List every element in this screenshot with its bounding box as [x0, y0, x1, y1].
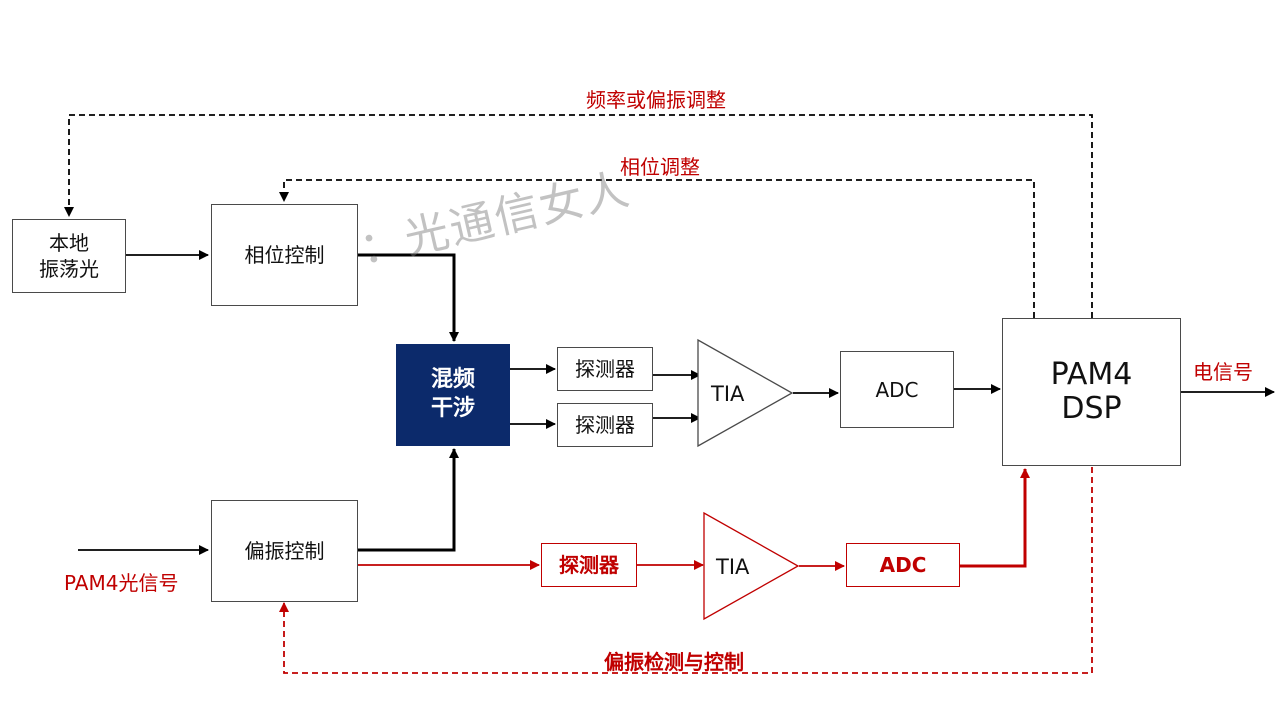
- freq-pol-adjust-label: 频率或偏振调整: [586, 88, 726, 112]
- polarization-control-box: 偏振控制: [211, 500, 358, 602]
- detector-2-box: 探测器: [557, 403, 653, 447]
- phase-to-mixer-arrow: [358, 253, 459, 342]
- detector-1-box: 探测器: [557, 347, 653, 391]
- tia-main-label: TIA: [711, 382, 745, 406]
- adc-main-box: ADC: [840, 351, 954, 428]
- pam4-optical-signal-label: PAM4光信号: [64, 571, 179, 595]
- freq-pol-feedback-line: [64, 114, 1093, 318]
- tia-pol-shape: [703, 511, 800, 621]
- mixer-box: 混频 干涉: [396, 344, 510, 446]
- dsp-box: PAM4 DSP: [1002, 318, 1181, 466]
- detector-pol-box: 探测器: [541, 543, 637, 587]
- pol-detect-control-label: 偏振检测与控制: [604, 650, 744, 674]
- tia-main-shape: [697, 338, 794, 448]
- pol-to-mixer-arrow: [358, 448, 459, 552]
- tia-pol-label: TIA: [716, 555, 750, 579]
- local-oscillator-box: 本地 振荡光: [12, 219, 126, 293]
- phase-adjust-label: 相位调整: [620, 155, 700, 179]
- pol-feedback-line: [279, 467, 1093, 674]
- padc-to-dsp-arrow: [960, 468, 1030, 568]
- phase-feedback-line: [279, 179, 1035, 318]
- adc-pol-box: ADC: [846, 543, 960, 587]
- electrical-signal-label: 电信号: [1193, 360, 1253, 384]
- phase-control-box: 相位控制: [211, 204, 358, 306]
